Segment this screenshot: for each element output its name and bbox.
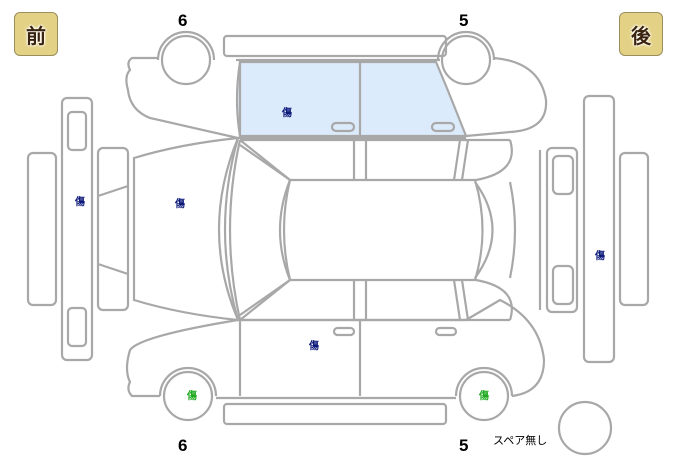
front-right-tire-number: 6 [178, 436, 188, 455]
rear-right-wheel[interactable] [458, 370, 510, 422]
rear-badge: 後 [619, 12, 663, 56]
rear-lights[interactable] [545, 146, 579, 314]
rear-left-wheel[interactable] [440, 34, 492, 86]
mark-front-right-wheel: 傷 [187, 391, 197, 402]
mark-rear-right-wheel: 傷 [479, 391, 489, 402]
windshield[interactable] [228, 139, 292, 322]
roof[interactable] [282, 178, 484, 282]
rear-bumper-outer[interactable] [618, 151, 650, 307]
mark-front-bumper: 傷 [75, 197, 85, 208]
rear-right-tire-number: 5 [459, 436, 469, 455]
rear-window[interactable] [474, 181, 517, 279]
spare-label: スペア無し [493, 434, 548, 447]
front-left-wheel[interactable] [160, 34, 212, 86]
mark-right-front-door: 傷 [309, 341, 319, 352]
front-badge: 前 [14, 12, 58, 56]
front-bumper-outer[interactable] [26, 151, 58, 307]
front-grille[interactable] [96, 146, 130, 312]
mark-rear-bumper: 傷 [595, 251, 605, 262]
rear-bumper[interactable] [582, 94, 616, 364]
hood[interactable] [132, 136, 240, 322]
front-bumper[interactable] [60, 96, 94, 362]
left-side-skirt[interactable] [222, 34, 448, 58]
mark-left-doors: 傷 [282, 108, 292, 119]
mark-hood: 傷 [175, 199, 185, 210]
rear-left-tire-number: 5 [459, 11, 469, 30]
spare-tire[interactable] [557, 400, 613, 456]
front-right-wheel[interactable] [162, 370, 214, 422]
right-side-skirt[interactable] [222, 402, 448, 426]
front-left-tire-number: 6 [178, 11, 188, 30]
